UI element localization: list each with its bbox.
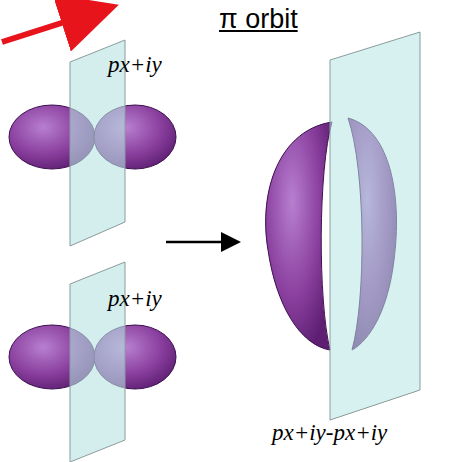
orbital-label: px+iy: [108, 52, 162, 78]
p-orbital-top: [9, 40, 176, 246]
pi-orbital: [266, 32, 420, 420]
combine-arrow: [166, 241, 236, 244]
diagram-title: π orbit: [219, 4, 298, 35]
p-orbital-bottom: [9, 262, 176, 462]
orbital-label: px+iy: [108, 286, 162, 312]
orbital-label: px+iy-px+iy: [272, 420, 387, 446]
pointer-arrow: [2, 12, 96, 42]
